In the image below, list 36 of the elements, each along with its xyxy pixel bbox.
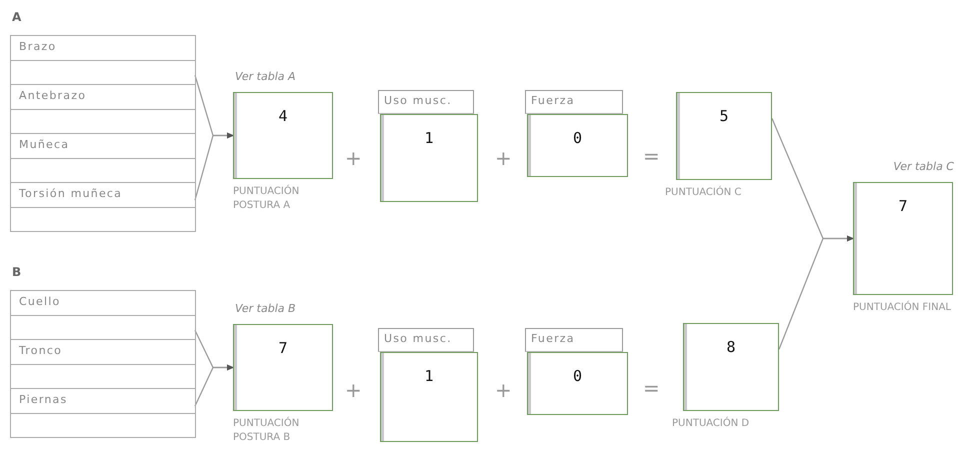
table-reference: Ver tabla B bbox=[235, 302, 296, 315]
score-caption: PUNTUACIÓN POSTURA B bbox=[233, 417, 300, 445]
operator-sign: + bbox=[345, 146, 362, 170]
arrow bbox=[778, 236, 854, 350]
operator-sign: = bbox=[643, 144, 660, 168]
score-tab: Fuerza bbox=[525, 328, 623, 352]
score-panel bbox=[525, 90, 630, 177]
score-box: 0 bbox=[527, 352, 628, 415]
score-panel bbox=[378, 328, 480, 442]
score-caption: PUNTUACIÓN C bbox=[665, 186, 742, 200]
operator-sign: + bbox=[345, 378, 362, 402]
score-box: 7 bbox=[853, 182, 953, 295]
score-box: 7 bbox=[233, 324, 333, 411]
score-box: 1 bbox=[380, 114, 478, 202]
score-tab: Uso musc. bbox=[378, 90, 474, 114]
score-panel bbox=[525, 328, 630, 415]
score-box: 5 bbox=[676, 92, 772, 180]
section-letter: A bbox=[12, 10, 22, 24]
score-box: 4 bbox=[233, 92, 333, 179]
score-panel bbox=[378, 90, 480, 202]
score-tab: Uso musc. bbox=[378, 328, 474, 352]
score-caption: PUNTUACIÓN D bbox=[672, 417, 750, 431]
score-box: 1 bbox=[380, 352, 478, 442]
table-reference: Ver tabla A bbox=[235, 70, 296, 83]
section-letter: B bbox=[12, 265, 22, 279]
arrow bbox=[194, 364, 234, 406]
operator-sign: = bbox=[643, 376, 660, 400]
arrow bbox=[194, 132, 234, 200]
operator-sign: + bbox=[495, 146, 512, 170]
score-tab: Fuerza bbox=[525, 90, 623, 114]
score-box: 0 bbox=[527, 114, 628, 177]
score-caption: PUNTUACIÓN POSTURA A bbox=[233, 185, 300, 213]
operator-sign: + bbox=[495, 378, 512, 402]
score-caption: PUNTUACIÓN FINAL bbox=[853, 301, 952, 315]
score-box: 8 bbox=[683, 323, 779, 411]
table-reference: Ver tabla C bbox=[893, 160, 954, 173]
